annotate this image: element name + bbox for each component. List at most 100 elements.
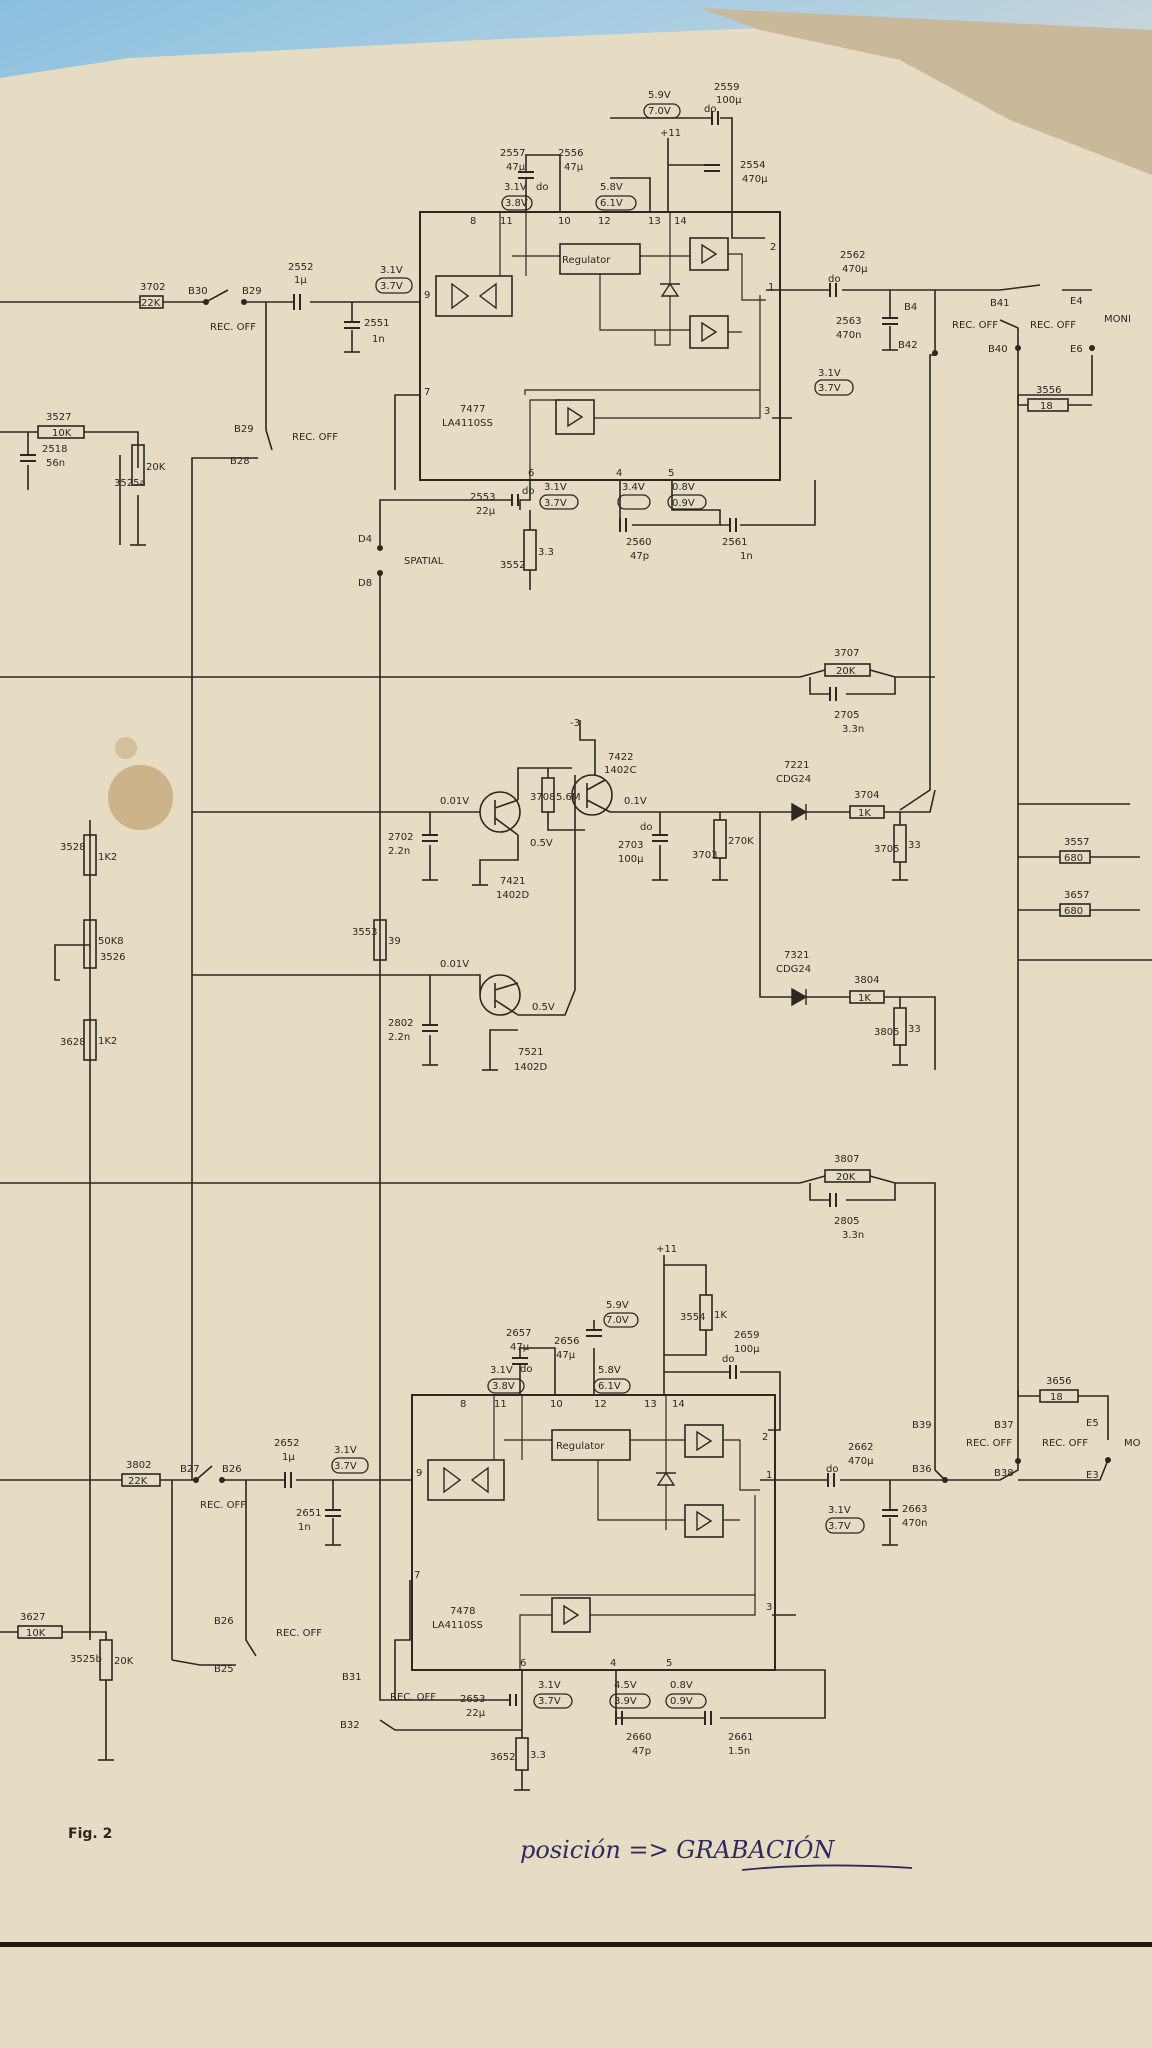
resistor-3526-ref: 3526 xyxy=(100,952,125,963)
capacitor-2663-plates xyxy=(882,1509,898,1517)
voltage-7521-emitter: 0.5V xyxy=(532,1002,555,1013)
ic-top-pin8: 8 xyxy=(470,216,476,227)
resistor-3652-body xyxy=(515,1737,529,1771)
resistor-3557-value: 680 xyxy=(1064,853,1083,864)
capacitor-2518-value: 56n xyxy=(46,458,65,469)
voltage-bot-pin12-a: 5.8V xyxy=(598,1365,621,1376)
voltage-top-pin5-b: 0.9V xyxy=(672,498,695,509)
wire-bottom-output xyxy=(760,1390,1019,1481)
ic-bottom-input-amp xyxy=(443,1466,489,1494)
diode-7321-ref: 7321 xyxy=(784,950,809,961)
voltage-7422-emitter: 0.1V xyxy=(624,796,647,807)
switch-dot-b29 xyxy=(241,299,247,305)
ic-top xyxy=(419,211,781,481)
capacitor-2663-value: 470n xyxy=(902,1518,927,1529)
resistor-3657-ref: 3657 xyxy=(1064,890,1089,901)
wire-7421-base xyxy=(192,811,480,880)
switch-spatial-a: D4 xyxy=(358,534,372,545)
oval-bot-out xyxy=(825,1517,865,1534)
oval-top-in xyxy=(375,277,413,294)
switch-dot-d4 xyxy=(377,545,383,551)
capacitor-2703-plates xyxy=(652,834,668,842)
oval-bot-supply xyxy=(603,1312,639,1328)
capacitor-2662-value: 470μ xyxy=(848,1456,874,1467)
resistor-3525b-value: 20K xyxy=(114,1656,134,1667)
transistor-7521-leads xyxy=(494,982,519,1016)
sheet-bottom-border xyxy=(0,1942,1152,1947)
wire-b29-b28 xyxy=(191,302,273,674)
capacitor-2563-ref: 2563 xyxy=(836,316,861,327)
wire-3708 xyxy=(547,768,585,831)
wire-7422-emitter xyxy=(610,811,760,880)
wire-3807 xyxy=(0,1175,936,1450)
wire-pin6-bottom xyxy=(379,1670,523,1731)
capacitor-2661-plates xyxy=(704,1711,712,1725)
resistor-3805-ref: 3805 xyxy=(874,1027,899,1038)
ic-top-pin9: 9 xyxy=(424,290,430,301)
resistor-3802-body xyxy=(121,1473,161,1487)
ic-bottom-pin13: 13 xyxy=(644,1399,657,1410)
wire-2805 xyxy=(809,1183,896,1201)
capacitor-2705-plates xyxy=(829,687,837,701)
wire-2561 xyxy=(720,480,816,526)
wire-pin6 xyxy=(379,480,531,545)
capacitor-2563-value: 470n xyxy=(836,330,861,341)
voltage-bot-pin11-a: 3.1V xyxy=(490,1365,513,1376)
resistor-3705-ref: 3705 xyxy=(874,844,899,855)
capacitor-2656-plates xyxy=(586,1329,602,1337)
voltage-top-in-b: 3.7V xyxy=(380,281,403,292)
capacitor-2559-plates xyxy=(711,111,719,125)
capacitor-2652-plates xyxy=(284,1472,292,1488)
switch-dot-e6 xyxy=(1089,345,1095,351)
oval-bot-in xyxy=(331,1457,369,1474)
wire-7521 xyxy=(192,974,481,1065)
resistor-3526-body xyxy=(83,919,97,969)
resistor-3656-body xyxy=(1039,1389,1079,1403)
capacitor-2703-ref: 2703 xyxy=(618,840,643,851)
capacitor-2554-ref: 2554 xyxy=(740,160,765,171)
resistor-3526-value: 50K8 xyxy=(98,936,124,947)
ic-bottom-part: LA4110SS xyxy=(432,1620,483,1631)
polarity-2657: do xyxy=(520,1364,532,1375)
capacitor-2560-value: 47p xyxy=(630,551,649,562)
oval-bot-pin12 xyxy=(593,1378,631,1394)
transistor-7521-part: 1402D xyxy=(514,1062,547,1073)
diode-7221-part: CDG24 xyxy=(776,774,811,785)
ic-bottom-pin6: 6 xyxy=(520,1658,526,1669)
oval-top-pin4 xyxy=(617,494,651,510)
ic-bottom-amp-1 xyxy=(696,1430,713,1452)
wire-3527 xyxy=(0,431,139,545)
switch-b41-b40-label: REC. OFF xyxy=(1030,320,1076,331)
polarity-2559: do xyxy=(704,104,716,115)
ic-top-pin4: 4 xyxy=(616,468,622,479)
capacitor-2702-ref: 2702 xyxy=(388,832,413,843)
oval-top-out xyxy=(814,379,854,396)
resistor-3705-value: 33 xyxy=(908,840,921,851)
ic-top-part: LA4110SS xyxy=(442,418,493,429)
switch-dot-b27 xyxy=(193,1477,199,1483)
resistor-3552-value: 3.3 xyxy=(538,547,554,558)
paper-fold-shadow xyxy=(700,8,1152,175)
capacitor-2660-value: 47p xyxy=(632,1746,651,1757)
resistor-3552-ref: 3552 xyxy=(500,560,525,571)
resistor-3525a-body xyxy=(131,444,145,486)
capacitor-2561-value: 1n xyxy=(740,551,753,562)
switch-dot-b42 xyxy=(932,350,938,356)
switch-b4-b42-label: REC. OFF xyxy=(952,320,998,331)
switch-b39-b36-b: B36 xyxy=(912,1464,932,1475)
capacitor-2659-plates xyxy=(729,1365,737,1379)
switch-e4-e6-label: MONI xyxy=(1104,314,1131,325)
ic-top-body xyxy=(419,211,781,481)
resistor-3527-ref: 3527 xyxy=(46,412,71,423)
voltage-7421-base: 0.01V xyxy=(440,796,469,807)
resistor-3628-body xyxy=(83,1019,97,1061)
resistor-3627-body xyxy=(17,1625,63,1639)
polarity-2662: do xyxy=(826,1464,838,1475)
resistor-3657-value: 680 xyxy=(1064,906,1083,917)
switch-dot-b30 xyxy=(203,299,209,305)
switch-e5-e3-label: MO xyxy=(1124,1438,1141,1449)
transistor-7421-leads xyxy=(494,799,519,836)
switch-dot-b36 xyxy=(942,1477,948,1483)
switch-b27-b26-a: B27 xyxy=(180,1464,200,1475)
